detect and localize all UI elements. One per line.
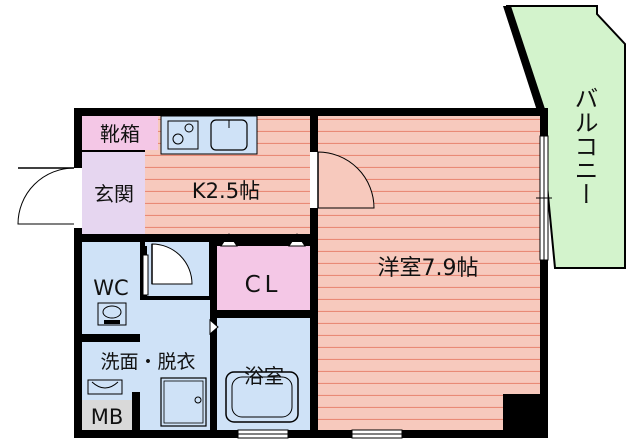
wash-basin-icon (87, 379, 123, 395)
entrance-floor (82, 152, 145, 234)
entrance-door (17, 167, 82, 228)
bathtub-icon (225, 371, 299, 423)
kitchen-counter (160, 115, 258, 155)
bottom-windows (237, 429, 403, 439)
shoe-box-label: 靴箱 (100, 122, 140, 146)
kitchen-label: K2.5帖 (192, 179, 260, 203)
shoe-box (82, 116, 158, 150)
bathroom-label: 浴室 (244, 364, 284, 388)
meter-box-label: MB (91, 405, 124, 429)
western-room-floor (318, 116, 540, 394)
bathroom-door (209, 318, 219, 336)
wc-door (142, 242, 207, 296)
toilet-icon (97, 302, 127, 326)
washroom-label: 洗面・脱衣 (100, 351, 195, 373)
balcony-label: バルコニー (570, 86, 598, 206)
meter-box (82, 400, 132, 430)
western-room-label: 洋室7.9帖 (378, 256, 479, 281)
room-door (310, 151, 375, 209)
wc-label: WC (93, 276, 128, 300)
stove-icon (167, 120, 199, 150)
entrance-label: 玄関 (94, 182, 134, 206)
washing-machine-pan (160, 377, 207, 427)
closet-label: CL (245, 272, 282, 298)
closet-floor (217, 246, 310, 310)
